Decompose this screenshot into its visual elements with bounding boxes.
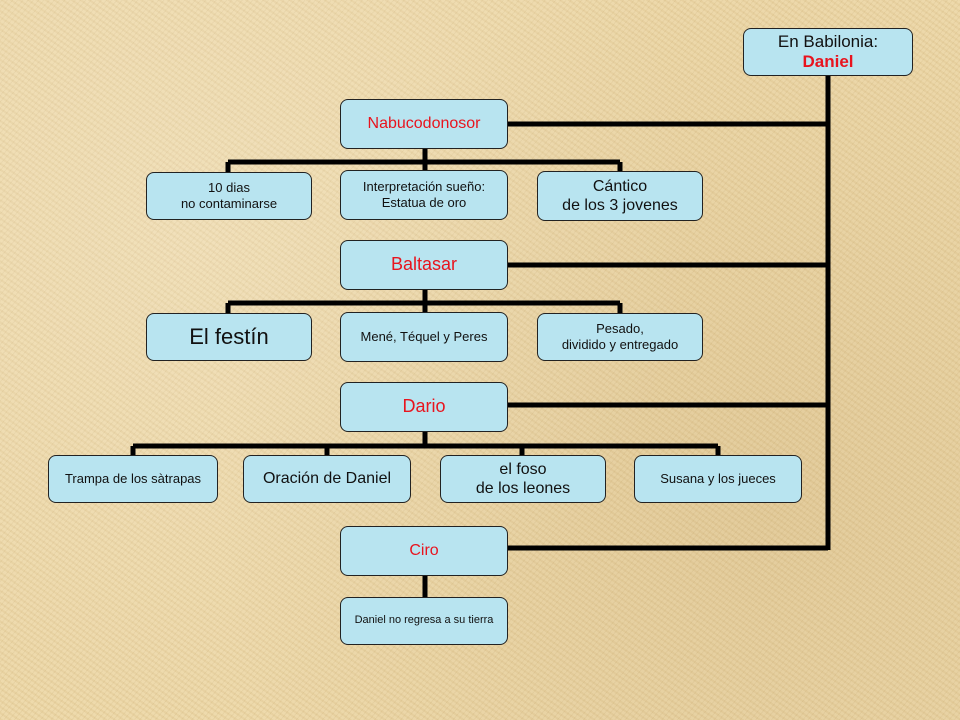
event-label-foso-de-los-leones: el foso de los leones xyxy=(475,460,571,497)
root-title: En Babilonia: xyxy=(777,31,879,51)
king-node-ciro[interactable]: Ciro xyxy=(340,526,508,576)
king-node-nabucodonosor[interactable]: Nabucodonosor xyxy=(340,99,508,149)
event-label-mene-tequel-peres: Mené, Téquel y Peres xyxy=(360,329,488,345)
event-node-mene-tequel-peres[interactable]: Mené, Téquel y Peres xyxy=(340,312,508,362)
king-node-baltasar[interactable]: Baltasar xyxy=(340,240,508,290)
event-label-daniel-no-regresa: Daniel no regresa a su tierra xyxy=(354,614,494,627)
event-label-el-festin: El festín xyxy=(189,323,269,349)
event-node-oracion-de-daniel[interactable]: Oración de Daniel xyxy=(243,455,411,503)
event-node-10-dias[interactable]: 10 dias no contaminarse xyxy=(146,172,312,220)
event-node-susana-y-los-jueces[interactable]: Susana y los jueces xyxy=(634,455,802,503)
event-node-trampa-satrapas[interactable]: Trampa de los sàtrapas xyxy=(48,455,218,503)
event-node-interpretacion-sueno[interactable]: Interpretación sueño: Estatua de oro xyxy=(340,170,508,220)
event-label-susana-y-los-jueces: Susana y los jueces xyxy=(660,471,776,487)
king-label-baltasar: Baltasar xyxy=(390,254,458,275)
event-label-pesado-dividido-entregado: Pesado, dividido y entregado xyxy=(561,321,679,352)
event-node-pesado-dividido-entregado[interactable]: Pesado, dividido y entregado xyxy=(537,313,703,361)
line-nabucodonosor-children xyxy=(225,148,623,172)
king-label-ciro: Ciro xyxy=(409,542,439,560)
event-node-el-festin[interactable]: El festín xyxy=(146,313,312,361)
event-node-cantico[interactable]: Cántico de los 3 jovenes xyxy=(537,171,703,221)
event-label-oracion-de-daniel: Oración de Daniel xyxy=(262,470,392,488)
event-label-trampa-satrapas: Trampa de los sàtrapas xyxy=(64,471,202,487)
line-dario-children xyxy=(130,432,721,455)
event-label-interpretacion-sueno: Interpretación sueño: Estatua de oro xyxy=(362,179,486,210)
event-label-cantico: Cántico de los 3 jovenes xyxy=(562,177,678,214)
event-node-daniel-no-regresa[interactable]: Daniel no regresa a su tierra xyxy=(340,597,508,645)
king-label-dario: Dario xyxy=(402,396,446,417)
event-label-10-dias: 10 dias no contaminarse xyxy=(180,180,278,211)
king-node-dario[interactable]: Dario xyxy=(340,382,508,432)
root-name: Daniel xyxy=(802,52,854,71)
line-baltasar-children xyxy=(225,290,623,313)
root-node-en-babilonia-daniel[interactable]: En Babilonia: Daniel xyxy=(743,28,913,76)
king-label-nabucodonosor: Nabucodonosor xyxy=(367,115,481,133)
event-node-foso-de-los-leones[interactable]: el foso de los leones xyxy=(440,455,606,503)
